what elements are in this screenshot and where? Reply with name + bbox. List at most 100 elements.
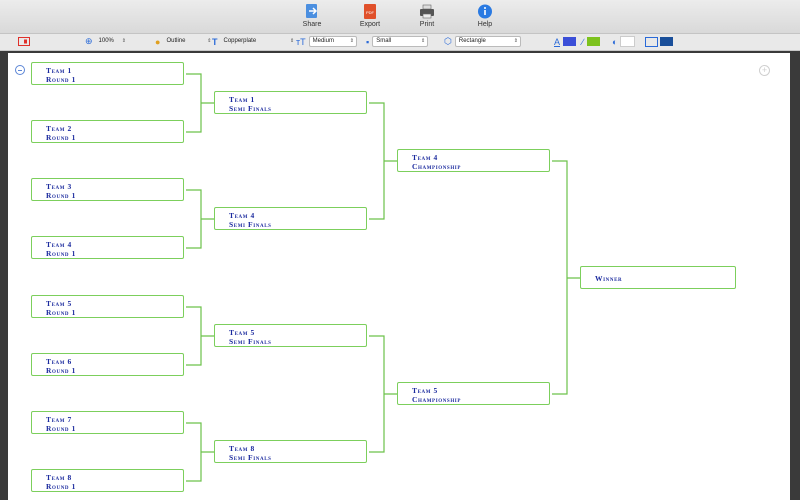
style-control[interactable]: ● Outline ⇕: [155, 36, 213, 47]
info-icon: [478, 4, 492, 19]
main-toolbar: Share PDF Export Print Help: [0, 0, 800, 34]
shape-value: Rectangle: [458, 38, 486, 44]
export-button[interactable]: PDF Export: [340, 3, 400, 29]
chevron-updown-icon: ⇕: [349, 38, 354, 44]
shape-control[interactable]: ⬡ Rectangle⇕: [444, 36, 521, 47]
font-size-select[interactable]: Medium⇕: [308, 36, 357, 47]
connector-r1-3-4: [186, 189, 214, 249]
zoom-select[interactable]: 100% ⇕: [96, 37, 128, 46]
node-team-label: Team 6: [46, 357, 72, 366]
chevron-updown-icon: ⇕: [121, 38, 126, 44]
sidebar-toggle-icon: [18, 37, 30, 46]
pdf-icon: PDF: [364, 4, 376, 19]
node-round-label: Round 1: [46, 308, 76, 317]
node-team-label: Team 8: [229, 444, 255, 453]
node-round-label: Round 1: [46, 133, 76, 142]
node-round-label: Round 1: [46, 249, 76, 258]
node-size-value: Small: [376, 38, 392, 44]
background-control[interactable]: [645, 36, 673, 47]
font-control[interactable]: T Copperplate⇕: [212, 36, 296, 47]
chevron-updown-icon: ⇕: [207, 38, 212, 44]
line-color-icon: ∕: [582, 36, 584, 47]
node-team-label: Team 5: [46, 299, 72, 308]
shape-icon: ⬡: [444, 36, 452, 46]
sidebar-toggle-button[interactable]: [18, 36, 30, 47]
svg-text:PDF: PDF: [366, 10, 375, 15]
node-round-label: Round 1: [46, 424, 76, 433]
node-round-label: Semi Finals: [229, 104, 272, 113]
winner-label: Winner: [595, 274, 623, 283]
node-winner[interactable]: Winner: [580, 266, 736, 289]
help-label: Help: [477, 21, 493, 28]
text-color-swatch[interactable]: [563, 37, 577, 46]
font-select[interactable]: Copperplate⇕: [221, 37, 297, 46]
font-size-icon: ᴛT: [296, 36, 306, 47]
node-size-select[interactable]: Small⇕: [372, 36, 429, 47]
node-team-label: Team 4: [229, 211, 255, 220]
line-color-swatch[interactable]: [586, 37, 600, 46]
node-team-label: Team 5: [412, 386, 438, 395]
chevron-updown-icon: ⇕: [290, 38, 295, 44]
node-round-label: Round 1: [46, 366, 76, 375]
share-button[interactable]: Share: [282, 3, 342, 29]
node-round-label: Round 1: [46, 191, 76, 200]
style-select[interactable]: Outline ⇕: [163, 37, 213, 46]
expand-icon[interactable]: +: [759, 65, 770, 76]
line-color-control[interactable]: ∕: [582, 36, 600, 47]
connector-r1-7-8: [186, 422, 214, 482]
font-icon: T: [212, 36, 218, 47]
print-button[interactable]: Print: [397, 3, 457, 29]
node-round-label: Semi Finals: [229, 337, 272, 346]
text-color-icon: A: [554, 36, 561, 47]
zoom-value: 100%: [98, 38, 114, 44]
node-team-label: Team 4: [412, 153, 438, 162]
zoom-icon: ⊕: [85, 36, 93, 46]
print-label: Print: [419, 21, 435, 28]
node-team-label: Team 2: [46, 124, 72, 133]
zoom-control[interactable]: ⊕ 100% ⇕: [85, 36, 128, 47]
font-size-control[interactable]: ᴛT Medium⇕: [296, 36, 357, 47]
connector-semis-bottom: [369, 335, 397, 453]
node-team-label: Team 8: [46, 473, 72, 482]
node-round-label: Round 1: [46, 482, 76, 491]
style-value: Outline: [166, 38, 186, 44]
fill-color-control[interactable]: ◐: [612, 36, 636, 47]
bracket-connectors: [186, 73, 580, 482]
connector-semis-top: [369, 102, 397, 220]
node-round-label: Championship: [412, 162, 462, 171]
node-team-label: Team 3: [46, 182, 72, 191]
share-icon: [306, 4, 318, 18]
node-round-label: Round 1: [46, 75, 76, 84]
share-label: Share: [302, 21, 322, 28]
collapse-icon[interactable]: [15, 65, 25, 75]
format-bar: ⊕ 100% ⇕ ● Outline ⇕ T Copperplate⇕ ᴛT Med…: [0, 34, 800, 51]
node-round-label: Semi Finals: [229, 453, 272, 462]
help-button[interactable]: Help: [455, 3, 515, 29]
background-color-swatch[interactable]: [660, 37, 673, 46]
text-color-control[interactable]: A: [554, 36, 577, 47]
node-team-label: Team 4: [46, 240, 72, 249]
fill-color-swatch[interactable]: [620, 36, 636, 47]
node-team-label: Team 5: [229, 328, 255, 337]
node-team-label: Team 7: [46, 415, 72, 424]
node-round-label: Championship: [412, 395, 462, 404]
style-icon: ●: [155, 36, 161, 47]
fill-color-icon: ◐: [612, 36, 618, 47]
shape-select[interactable]: Rectangle⇕: [454, 36, 521, 47]
node-size-control[interactable]: ▪ Small⇕: [366, 36, 429, 47]
